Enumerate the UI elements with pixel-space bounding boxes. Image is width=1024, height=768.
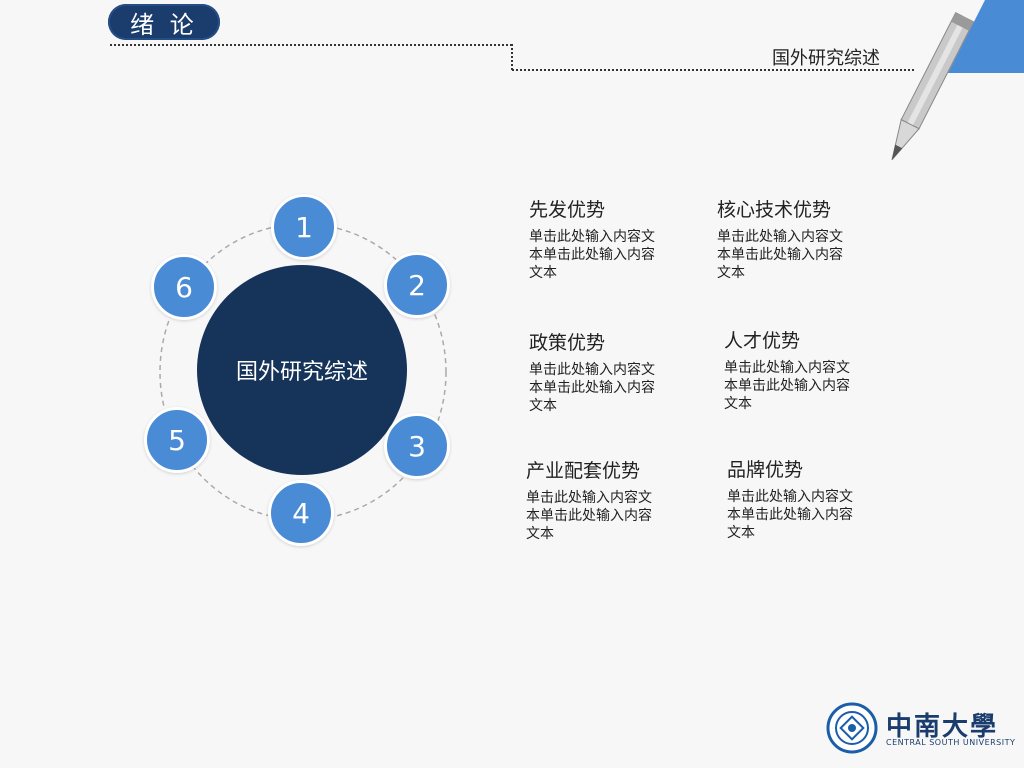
card-talent[interactable]: 人才优势 单击此处输入内容文本单击此处输入内容文本	[724, 326, 894, 413]
corner-triangle-decoration	[948, 0, 1024, 73]
card-industry[interactable]: 产业配套优势 单击此处输入内容文本单击此处输入内容文本	[526, 456, 696, 543]
card-body[interactable]: 单击此处输入内容文本单击此处输入内容文本	[529, 362, 655, 414]
card-title: 品牌优势	[727, 459, 804, 481]
card-body[interactable]: 单击此处输入内容文本单击此处输入内容文本	[529, 229, 655, 281]
node-1[interactable]: 1	[271, 194, 337, 260]
card-brand[interactable]: 品牌优势 单击此处输入内容文本单击此处输入内容文本	[727, 455, 897, 542]
section-label: 绪 论	[130, 10, 198, 39]
card-title: 产业配套优势	[526, 460, 641, 482]
card-body[interactable]: 单击此处输入内容文本单击此处输入内容文本	[724, 360, 850, 412]
pencil-icon	[891, 12, 975, 161]
header-divider-left	[110, 44, 512, 46]
card-body[interactable]: 单击此处输入内容文本单击此处输入内容文本	[727, 489, 853, 541]
node-2[interactable]: 2	[384, 252, 450, 318]
section-badge: 绪 论	[108, 4, 220, 40]
card-title: 人才优势	[724, 330, 801, 352]
logo-subtitle: CENTRAL SOUTH UNIVERSITY	[886, 738, 1016, 747]
card-body[interactable]: 单击此处输入内容文本单击此处输入内容文本	[717, 229, 843, 281]
card-first-mover[interactable]: 先发优势 单击此处输入内容文本单击此处输入内容文本	[529, 195, 699, 282]
node-4[interactable]: 4	[268, 480, 334, 546]
center-label: 国外研究综述	[235, 360, 368, 385]
node-6[interactable]: 6	[151, 254, 217, 320]
card-title: 先发优势	[529, 199, 606, 221]
card-title: 核心技术优势	[717, 199, 832, 221]
center-circle: 国外研究综述	[197, 265, 407, 475]
header-divider-step	[511, 44, 513, 70]
card-title: 政策优势	[529, 332, 606, 354]
university-seal-icon	[826, 702, 878, 754]
card-policy[interactable]: 政策优势 单击此处输入内容文本单击此处输入内容文本	[529, 328, 699, 415]
node-3[interactable]: 3	[384, 413, 450, 479]
logo-name: 中南大學	[886, 712, 999, 742]
node-5[interactable]: 5	[144, 407, 210, 473]
header-title: 国外研究综述	[772, 48, 880, 69]
university-logo: 中南大學 CENTRAL SOUTH UNIVERSITY	[826, 702, 1016, 754]
card-core-tech[interactable]: 核心技术优势 单击此处输入内容文本单击此处输入内容文本	[717, 195, 887, 282]
header-divider-right	[512, 69, 914, 71]
card-body[interactable]: 单击此处输入内容文本单击此处输入内容文本	[526, 490, 652, 542]
